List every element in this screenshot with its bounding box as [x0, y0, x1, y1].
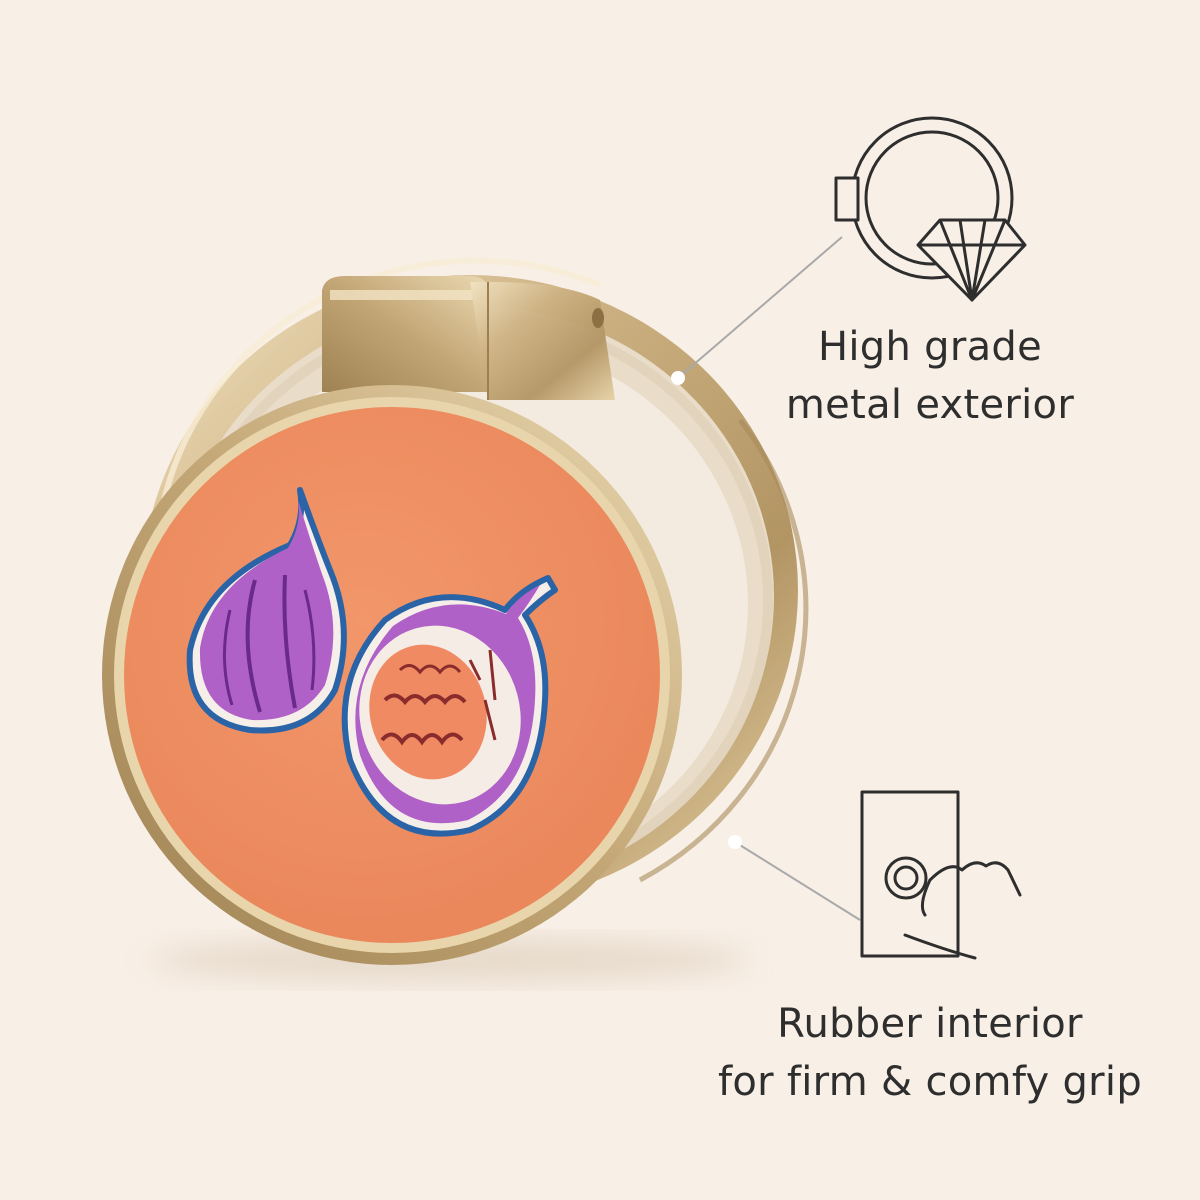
ring-hinge	[322, 276, 615, 400]
rubber-interior-line2: for firm & comfy grip	[717, 1059, 1143, 1105]
rubber-interior-caption: Rubber interior for firm & comfy grip	[690, 995, 1170, 1111]
metal-exterior-line2: metal exterior	[785, 382, 1075, 428]
hand-grip-icon	[860, 790, 1022, 960]
metal-exterior-line1: High grade	[818, 324, 1042, 370]
metal-callout-line	[671, 236, 843, 385]
rubber-interior-line1: Rubber interior	[777, 1001, 1083, 1047]
ring-diamond-icon	[834, 116, 1027, 302]
fig-artwork	[186, 487, 558, 837]
rubber-callout-line	[728, 835, 861, 921]
metal-exterior-caption: High grade metal exterior	[740, 318, 1120, 434]
